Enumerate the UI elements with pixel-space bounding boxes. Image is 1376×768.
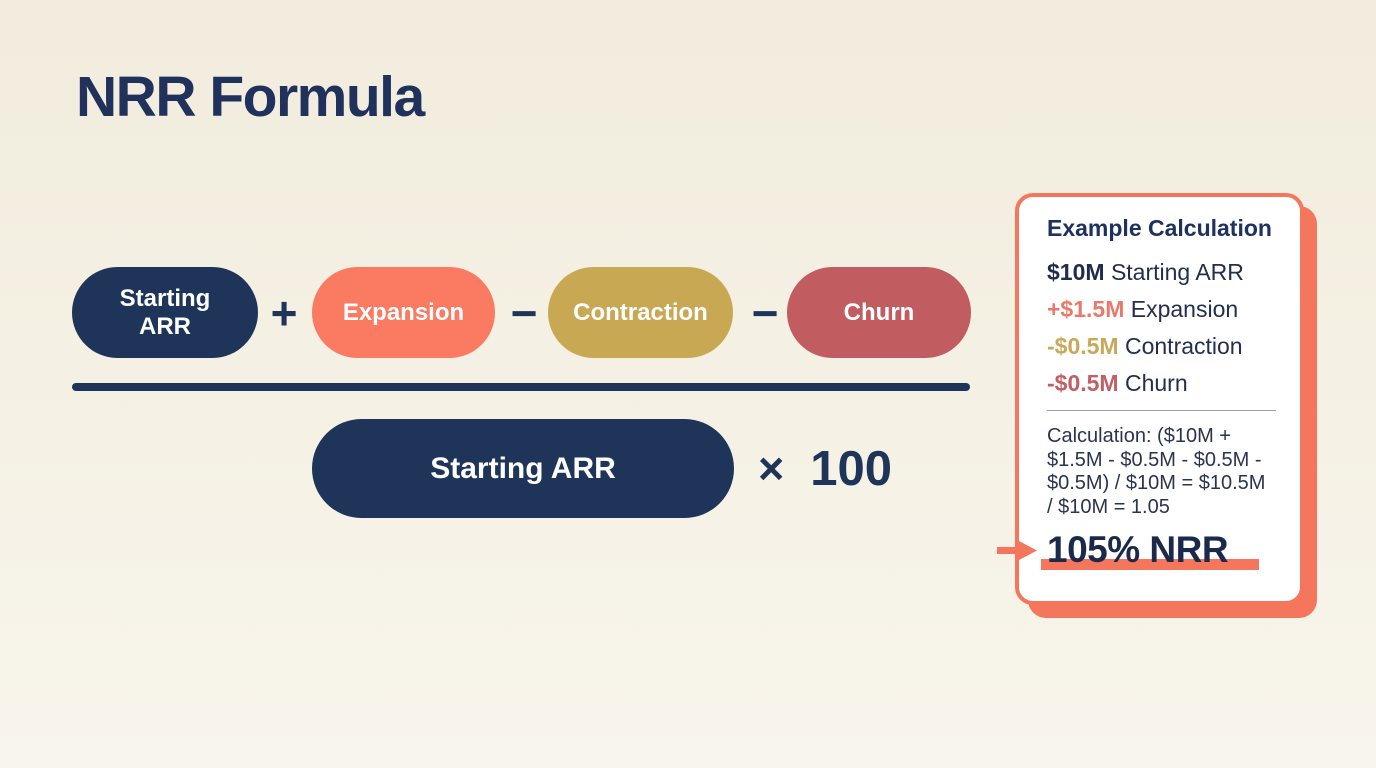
label-expansion: Expansion [1130, 296, 1239, 322]
result-text: 105% NRR [1047, 529, 1229, 570]
pill-denominator-label: Starting ARR [430, 451, 616, 485]
card-title: Example Calculation [1047, 215, 1272, 241]
card-line-churn: -$0.5M Churn [1047, 365, 1276, 402]
pill-expansion-label: Expansion [342, 298, 465, 326]
label-starting-arr: Starting ARR [1110, 259, 1244, 285]
pill-starting-arr: Starting ARR [72, 267, 258, 358]
amount-churn: -$0.5M [1047, 370, 1119, 396]
multiplier-group: × 100 [758, 419, 892, 518]
plus-operator: + [270, 286, 298, 339]
amount-starting-arr: $10M [1047, 259, 1105, 285]
pill-expansion: Expansion [312, 267, 495, 358]
card-divider [1047, 410, 1276, 411]
pill-contraction: Contraction [548, 267, 733, 358]
label-churn: Churn [1124, 370, 1188, 396]
calculation-text: Calculation: ($10M + $1.5M - $0.5M - $0.… [1047, 425, 1266, 518]
arrow-right-icon [997, 541, 1037, 560]
label-contraction: Contraction [1124, 333, 1243, 359]
card-line-contraction: -$0.5M Contraction [1047, 328, 1276, 365]
amount-expansion: +$1.5M [1047, 296, 1125, 322]
card-line-starting-arr: $10M Starting ARR [1047, 254, 1276, 291]
minus-operator-2: − [751, 286, 779, 339]
example-calculation-card: Example Calculation $10M Starting ARR +$… [997, 193, 1304, 605]
minus-operator-1: − [510, 286, 538, 339]
pill-starting-arr-label: Starting ARR [119, 284, 211, 340]
amount-contraction: -$0.5M [1047, 333, 1119, 359]
result-highlight-bar [1041, 559, 1259, 570]
fraction-bar [72, 383, 970, 391]
pill-churn: Churn [787, 267, 971, 358]
pill-denominator-starting-arr: Starting ARR [312, 419, 734, 518]
page-title: NRR Formula [76, 65, 425, 129]
times-symbol: × [758, 442, 785, 494]
card-line-expansion: +$1.5M Expansion [1047, 291, 1276, 328]
times-value: 100 [810, 441, 893, 496]
pill-churn-label: Churn [843, 298, 915, 326]
result-row: 105% NRR [997, 529, 1259, 571]
pill-contraction-label: Contraction [573, 298, 708, 326]
